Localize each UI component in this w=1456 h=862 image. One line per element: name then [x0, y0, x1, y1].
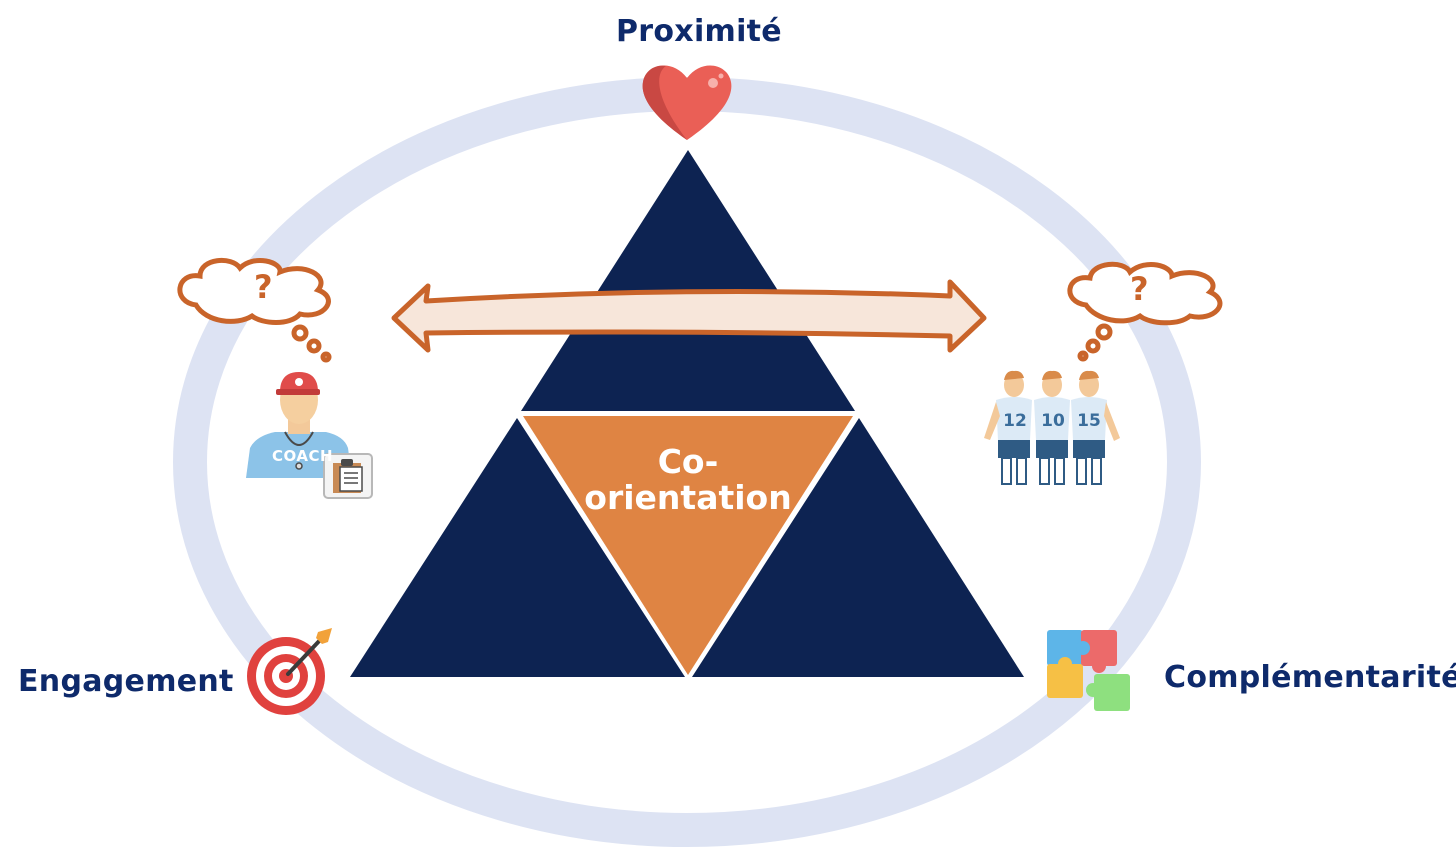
question-mark-right: ? — [1130, 270, 1149, 308]
coach-shirt-text: COACH — [272, 447, 334, 465]
heart-icon — [642, 65, 732, 140]
pyramid — [350, 150, 1024, 677]
label-complementarite: Complémentarité — [1164, 660, 1456, 695]
label-proximite: Proximité — [616, 14, 782, 49]
clipboard-icon — [323, 453, 373, 499]
coach-icon — [246, 372, 352, 478]
label-engagement: Engagement — [18, 664, 234, 699]
jersey-number: 10 — [1041, 411, 1065, 431]
player-2 — [1034, 370, 1070, 485]
question-mark-left: ? — [254, 268, 273, 306]
center-triangle — [523, 416, 853, 675]
jersey-number: 12 — [1003, 411, 1027, 431]
player-3 — [1071, 370, 1120, 485]
center-label-line2: orientation — [584, 478, 792, 517]
center-label-line1: Co- — [657, 442, 719, 481]
double-arrow-icon — [391, 279, 987, 353]
pyramid-right-triangle — [692, 418, 1024, 677]
thought-bubble-icon — [177, 257, 332, 363]
players-icon — [984, 370, 1120, 485]
puzzle-icon — [1047, 630, 1130, 711]
thought-bubble-icon-right — [1067, 261, 1223, 362]
pyramid-left-triangle — [350, 418, 685, 677]
target-icon — [247, 628, 332, 715]
jersey-number: 15 — [1077, 411, 1101, 431]
pyramid-top-triangle — [521, 150, 855, 411]
player-1 — [984, 370, 1032, 485]
